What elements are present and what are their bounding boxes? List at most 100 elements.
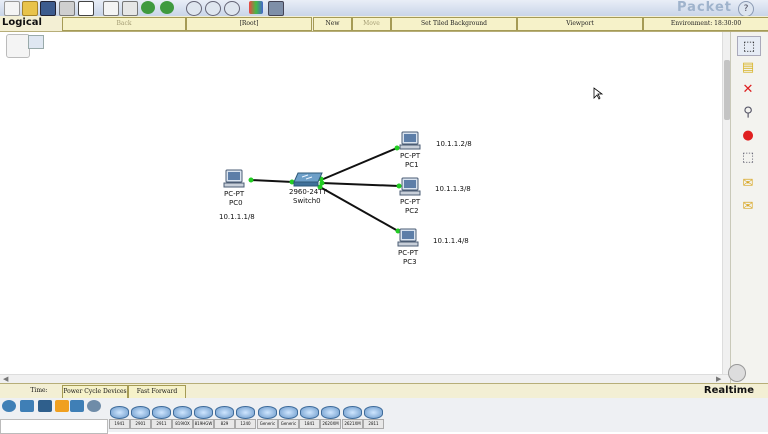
time-bar: Time: 00:01:25 Power Cycle Devices Fast … bbox=[0, 383, 768, 407]
custom-device-icon[interactable] bbox=[268, 1, 284, 16]
save-icon[interactable] bbox=[40, 1, 56, 16]
device-label: 2620XM bbox=[320, 419, 341, 429]
pc2-name-label: PC2 bbox=[405, 207, 419, 215]
device-2621xm[interactable]: 2621XM bbox=[342, 404, 363, 429]
simple-pdu-icon[interactable]: ✉ bbox=[742, 175, 754, 191]
paste-icon[interactable] bbox=[122, 1, 138, 16]
common-tools-bar: ⬚ ▤ ✕ ⚲ ● ⬚ ✉ ✉ bbox=[730, 32, 768, 383]
logical-tab[interactable]: Logical bbox=[2, 17, 42, 28]
pc2-ip-label: 10.1.1.3/8 bbox=[435, 185, 471, 193]
link-light bbox=[289, 179, 295, 185]
routers-category-icon[interactable] bbox=[2, 400, 16, 412]
link-light bbox=[396, 183, 402, 189]
redo-icon[interactable] bbox=[160, 1, 174, 14]
links bbox=[250, 147, 400, 232]
inspect-icon[interactable]: ⚲ bbox=[743, 104, 753, 120]
cluster-navigation-icon[interactable] bbox=[6, 34, 30, 58]
viewport-button[interactable]: Viewport bbox=[517, 17, 643, 31]
mouse-cursor bbox=[593, 87, 604, 100]
palette-icon[interactable] bbox=[249, 1, 263, 14]
activity-wizard-icon[interactable] bbox=[78, 1, 94, 16]
help-icon[interactable]: ? bbox=[738, 1, 754, 17]
pc1-type-label: PC-PT bbox=[400, 152, 421, 160]
device-1941[interactable]: 1941 bbox=[109, 404, 130, 429]
zoom-out-icon[interactable] bbox=[224, 1, 240, 16]
root-button[interactable]: [Root] bbox=[186, 17, 312, 31]
device-label: 2901 bbox=[130, 419, 151, 429]
wan-emulation-category-icon[interactable] bbox=[87, 400, 101, 412]
link-pc0-switch0 bbox=[250, 179, 294, 183]
pc2-type-label: PC-PT bbox=[400, 198, 421, 206]
copy-icon[interactable] bbox=[103, 1, 119, 16]
device-label: 1841 bbox=[299, 419, 320, 429]
device-819hgw[interactable]: 819HGW bbox=[193, 404, 214, 429]
device-1240[interactable]: 1240 bbox=[235, 404, 256, 429]
device-2911[interactable]: 2911 bbox=[151, 404, 172, 429]
pc3-type-label: PC-PT bbox=[398, 249, 419, 257]
scroll-left-icon[interactable]: ◀ bbox=[3, 375, 9, 383]
brand-logo: Packet bbox=[677, 0, 732, 15]
time-display: Time: 00:01:25 bbox=[26, 387, 53, 406]
pc3-ip-label: 10.1.1.4/8 bbox=[433, 237, 469, 245]
link-switch0-pc2 bbox=[321, 182, 400, 187]
open-folder-icon[interactable] bbox=[22, 1, 38, 16]
switches-category-icon[interactable] bbox=[20, 400, 34, 412]
connections-category-icon[interactable] bbox=[55, 400, 69, 412]
realtime-clock-icon[interactable] bbox=[728, 364, 746, 382]
end-devices-category-icon[interactable] bbox=[70, 400, 84, 412]
pc0-ip-label: 10.1.1.1/8 bbox=[219, 213, 255, 221]
complex-pdu-icon[interactable]: ✉ bbox=[742, 198, 754, 214]
device-label: Generic bbox=[278, 419, 299, 429]
note-icon[interactable]: ▤ bbox=[741, 59, 755, 75]
device-829[interactable]: 829 bbox=[214, 404, 235, 429]
resize-icon[interactable]: ⬚ bbox=[741, 149, 755, 165]
link-switch0-pc3 bbox=[319, 186, 399, 232]
zoom-reset-icon[interactable] bbox=[205, 1, 221, 16]
horizontal-scrollbar[interactable]: ◀ ▶ bbox=[0, 374, 730, 384]
workspace-grid-icon[interactable] bbox=[28, 35, 44, 49]
device-label: 819HGW bbox=[193, 419, 214, 429]
device-819iox[interactable]: 819IOX bbox=[172, 404, 193, 429]
environment-button[interactable]: Environment: 18:30:00 bbox=[643, 17, 768, 31]
device-1841[interactable]: 1841 bbox=[299, 404, 320, 429]
device-label: 829 bbox=[214, 419, 235, 429]
back-button[interactable]: Back bbox=[62, 17, 186, 31]
device-2620xm[interactable]: 2620XM bbox=[320, 404, 341, 429]
device-label: 2621XM bbox=[342, 419, 363, 429]
scroll-right-icon[interactable]: ▶ bbox=[716, 375, 722, 383]
device-label: 819IOX bbox=[172, 419, 193, 429]
delete-icon[interactable]: ✕ bbox=[742, 81, 754, 97]
logical-bar: Logical Back [Root] New Cluster Move Obj… bbox=[0, 16, 768, 39]
device-label: 2911 bbox=[151, 419, 172, 429]
device-2901[interactable]: 2901 bbox=[130, 404, 151, 429]
pc1-icon[interactable] bbox=[399, 131, 421, 150]
draw-ellipse-icon[interactable]: ● bbox=[742, 127, 754, 143]
link-light bbox=[317, 184, 323, 190]
pc0-icon[interactable] bbox=[223, 169, 245, 188]
main-toolbar: Packet ? bbox=[0, 0, 768, 17]
realtime-mode-label[interactable]: Realtime bbox=[703, 385, 754, 396]
device-2811[interactable]: 2811 bbox=[363, 404, 384, 429]
device-generic-1[interactable]: Generic bbox=[257, 404, 278, 429]
pc3-name-label: PC3 bbox=[403, 258, 417, 266]
print-icon[interactable] bbox=[59, 1, 75, 16]
zoom-in-icon[interactable] bbox=[186, 1, 202, 16]
switch0-icon[interactable] bbox=[293, 172, 323, 187]
link-light bbox=[248, 177, 254, 183]
pc3-icon[interactable] bbox=[397, 228, 419, 247]
pc0-name-label: PC0 bbox=[229, 199, 243, 207]
vertical-scroll-thumb[interactable] bbox=[724, 60, 730, 120]
pc0-type-label: PC-PT bbox=[224, 190, 245, 198]
vertical-scrollbar[interactable] bbox=[722, 32, 731, 374]
new-file-icon[interactable] bbox=[4, 1, 20, 16]
pc2-icon[interactable] bbox=[399, 177, 421, 196]
device-generic-2[interactable]: Generic bbox=[278, 404, 299, 429]
logical-workspace[interactable] bbox=[0, 32, 722, 374]
select-icon[interactable]: ⬚ bbox=[737, 36, 761, 56]
hubs-category-icon[interactable] bbox=[38, 400, 52, 412]
power-cycle-button[interactable]: Power Cycle Devices bbox=[62, 385, 128, 399]
fast-forward-button[interactable]: Fast Forward Time bbox=[128, 385, 186, 407]
set-tiled-background-button[interactable]: Set Tiled Background bbox=[391, 17, 517, 31]
undo-icon[interactable] bbox=[141, 1, 155, 14]
device-label: 1240 bbox=[235, 419, 256, 429]
